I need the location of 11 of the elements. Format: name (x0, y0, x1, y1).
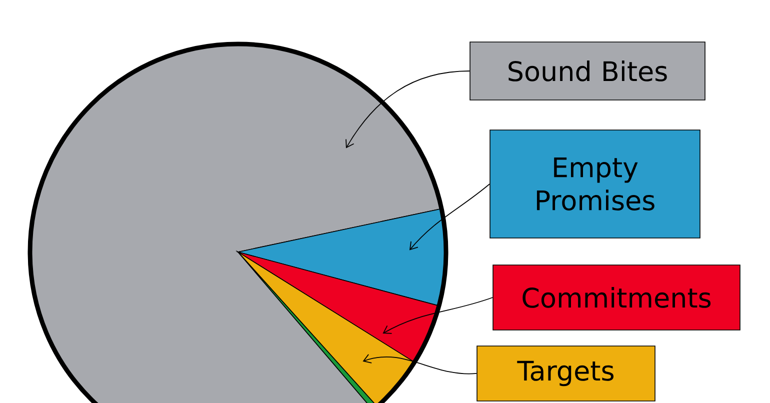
arrow (346, 70, 470, 148)
pie-slice (238, 252, 440, 363)
label-box: Targets (476, 346, 656, 402)
label-box: Sound Bites (470, 42, 706, 100)
label-box: Commitments (492, 264, 740, 330)
arrow (382, 297, 494, 334)
arrow (409, 184, 490, 250)
arrow (362, 354, 478, 374)
pie-slice (238, 208, 446, 306)
pie-slice (238, 252, 415, 403)
label-box: Empty Promises (490, 130, 700, 238)
